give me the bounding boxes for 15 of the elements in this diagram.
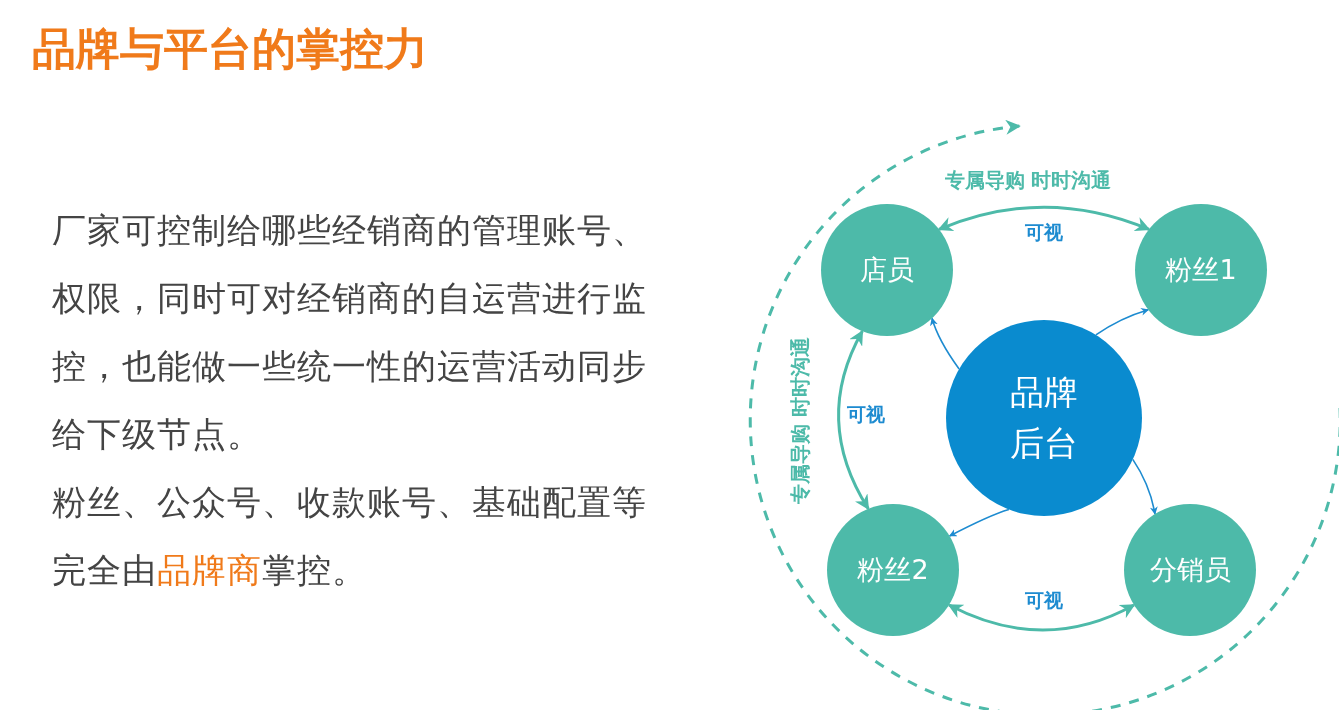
double-arrow (837, 329, 870, 511)
paragraph: 粉丝、公众号、收款账号、基础配置等完全由品牌商掌控。 (52, 481, 648, 592)
arrow (948, 508, 1010, 537)
hub-circle: 品牌后台 (946, 320, 1142, 516)
role-circle: 粉丝1 (1135, 204, 1267, 336)
arrow (1132, 458, 1158, 515)
double-arrow (947, 603, 1136, 632)
role-circle: 分销员 (1124, 504, 1256, 636)
title: 品牌与平台的掌控力 (32, 22, 428, 76)
arrow (1095, 308, 1150, 336)
paragraph: 厂家可控制给哪些经销商的管理账号、权限，同时可对经销商的自运营进行监控，也能做一些统一性的运营活动同步给下级节点。 (52, 209, 648, 456)
role-circle: 店员 (821, 204, 953, 336)
role-circle: 粉丝2 (827, 504, 959, 636)
arrow (930, 317, 960, 370)
double-arrow (937, 205, 1151, 232)
